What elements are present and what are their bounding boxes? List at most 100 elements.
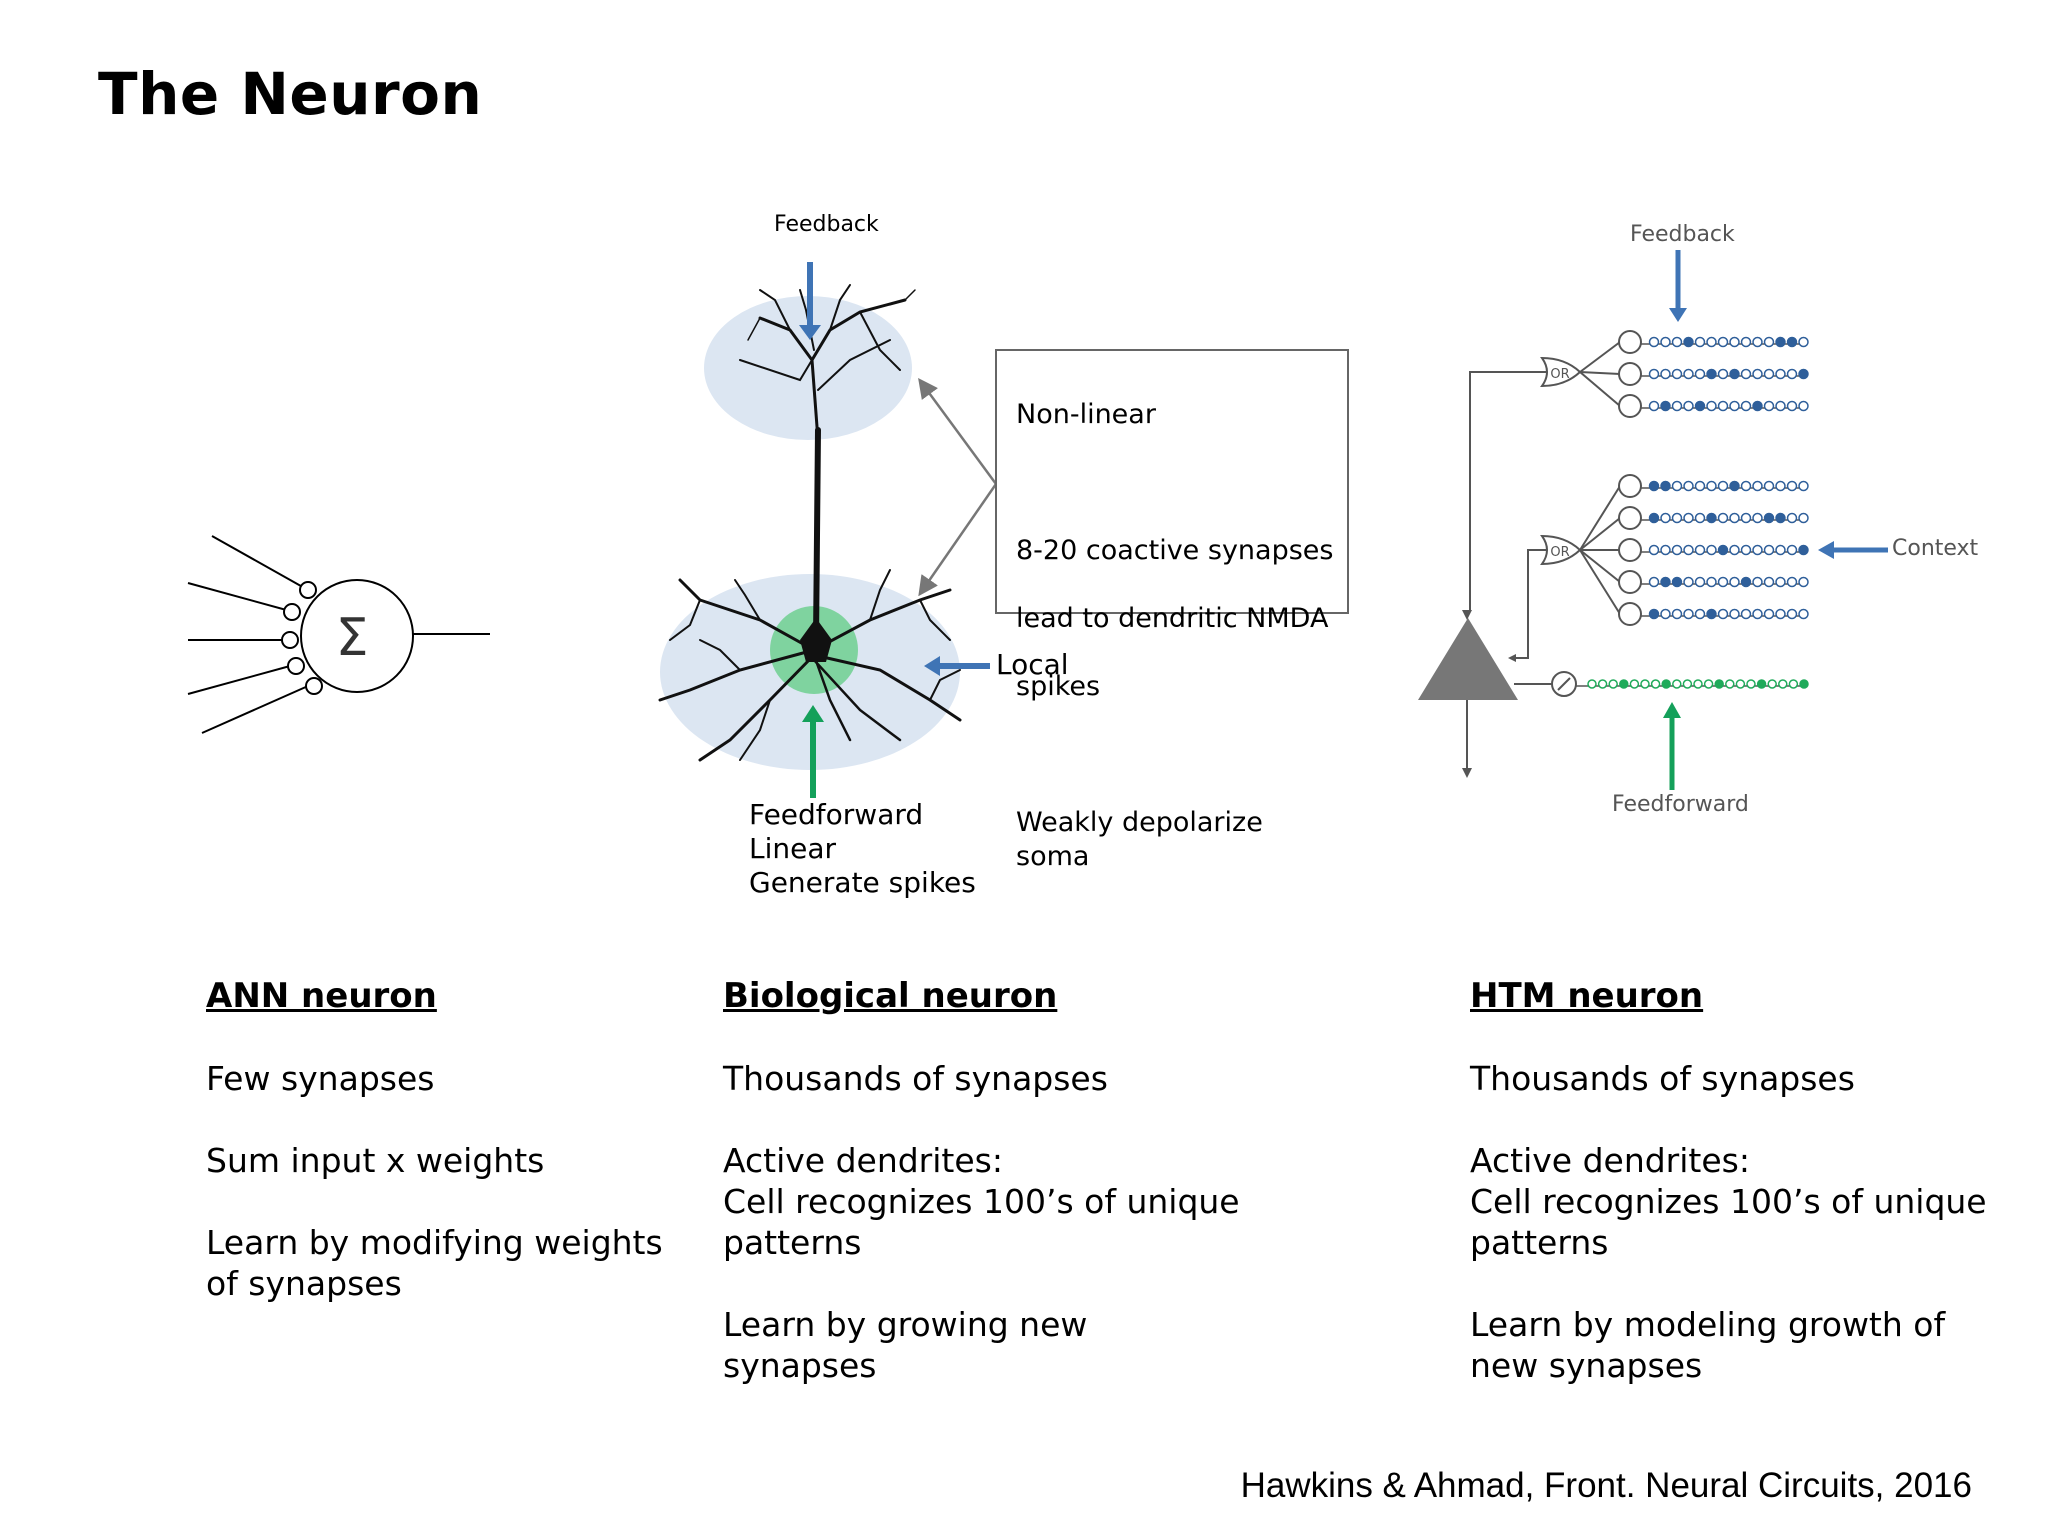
htm-synapse	[1694, 336, 1706, 348]
htm-synapse	[1798, 336, 1809, 348]
ann-synapse	[287, 657, 305, 675]
htm-output-arrowhead	[1462, 768, 1472, 778]
htm-synapse	[1717, 336, 1729, 348]
sigma-symbol: Σ	[336, 608, 369, 668]
htm-ff-synapse	[1778, 679, 1788, 689]
htm-synapse	[1683, 400, 1694, 412]
htm-threshold-node	[1618, 362, 1642, 386]
feedback-arrowhead	[799, 325, 821, 340]
local-arrowhead	[924, 656, 940, 676]
htm-threshold-node	[1618, 330, 1642, 354]
feedforward-text: Feedforward Linear Generate spikes	[749, 798, 976, 900]
htm-synapse	[1648, 608, 1660, 620]
ann-synapse	[299, 581, 317, 599]
bio-item: Learn by growing new synapses	[723, 1305, 1088, 1385]
feedforward-line: Linear	[749, 832, 837, 865]
htm-ff-synapse	[1767, 679, 1777, 689]
htm-soma-triangle	[1418, 618, 1518, 700]
ann-input-line	[211, 535, 309, 591]
htm-dendrite-segments	[1579, 330, 1809, 626]
htm-synapse	[1660, 368, 1671, 380]
htm-context-arrowhead	[1508, 654, 1516, 662]
htm-threshold-node	[1618, 538, 1642, 562]
htm-synapse	[1729, 368, 1740, 380]
htm-synapse	[1671, 368, 1683, 380]
htm-synapse	[1763, 480, 1775, 492]
htm-synapse	[1740, 576, 1752, 588]
ann-input-line	[187, 582, 291, 612]
htm-ff-synapse	[1693, 679, 1703, 689]
htm-item: Active dendrites: Cell recognizes 100’s …	[1470, 1141, 1987, 1262]
htm-feedforward-label: Feedforward	[1612, 792, 1749, 817]
htm-synapse	[1729, 608, 1740, 620]
htm-feedback-arrowhead	[1462, 610, 1472, 620]
htm-synapse	[1763, 544, 1775, 556]
ann-column: ANN neuron Few synapses Sum input x weig…	[206, 976, 666, 1345]
ann-soma	[300, 579, 414, 693]
htm-synapse	[1706, 336, 1717, 348]
htm-ff-synapse	[1672, 679, 1682, 689]
htm-synapse	[1775, 368, 1786, 380]
htm-synapse	[1729, 336, 1740, 348]
htm-synapse	[1763, 512, 1775, 524]
htm-synapse	[1694, 544, 1706, 556]
bio-feedback-label: Feedback	[774, 212, 879, 237]
htm-synapse	[1660, 608, 1671, 620]
or-gate	[1540, 356, 1582, 388]
htm-synapse	[1763, 576, 1775, 588]
htm-synapse	[1683, 576, 1694, 588]
htm-ff-synapse	[1682, 679, 1693, 689]
htm-synapse	[1729, 576, 1740, 588]
callout-box	[995, 349, 1349, 614]
htm-ff-synapse	[1619, 679, 1629, 689]
htm-synapse	[1694, 368, 1706, 380]
htm-synapse	[1706, 608, 1717, 620]
htm-ff-synapse	[1746, 679, 1756, 689]
callout-text: Non-linear 8-20 coactive synapses lead t…	[1016, 364, 1336, 908]
htm-ff-synapse	[1629, 679, 1640, 689]
htm-synapse	[1740, 512, 1752, 524]
htm-synapse	[1752, 368, 1763, 380]
htm-synapse	[1671, 336, 1683, 348]
htm-synapse	[1671, 608, 1683, 620]
htm-synapse	[1660, 336, 1671, 348]
htm-synapse	[1717, 480, 1729, 492]
htm-ff-synapse	[1587, 679, 1597, 689]
htm-synapse	[1706, 368, 1717, 380]
htm-synapse	[1706, 544, 1717, 556]
htm-synapse	[1798, 512, 1809, 524]
htm-synapse	[1786, 608, 1798, 620]
ann-synapse	[281, 631, 299, 649]
htm-synapse	[1786, 512, 1798, 524]
htm-synapse	[1671, 400, 1683, 412]
htm-synapse	[1706, 400, 1717, 412]
htm-synapse	[1752, 336, 1763, 348]
htm-synapse	[1740, 368, 1752, 380]
htm-branch-wire	[1579, 549, 1621, 615]
htm-synapse	[1775, 336, 1786, 348]
htm-synapse	[1683, 368, 1694, 380]
htm-synapse	[1683, 336, 1694, 348]
htm-synapse	[1660, 512, 1671, 524]
or-gate-label: OR	[1550, 367, 1569, 382]
htm-synapse	[1729, 400, 1740, 412]
htm-synapse	[1648, 480, 1660, 492]
htm-synapse	[1671, 512, 1683, 524]
dendrite-tree	[658, 284, 962, 762]
htm-ff-synapse	[1597, 679, 1608, 689]
callout-line: spikes	[1016, 671, 1101, 702]
htm-synapse	[1683, 608, 1694, 620]
htm-synapse	[1752, 512, 1763, 524]
htm-synapse	[1694, 400, 1706, 412]
htm-feedforward-arrowhead	[1663, 702, 1681, 718]
htm-synapse	[1775, 576, 1786, 588]
htm-threshold-node	[1618, 570, 1642, 594]
htm-synapse	[1798, 480, 1809, 492]
htm-synapse	[1763, 336, 1775, 348]
htm-synapse	[1717, 512, 1729, 524]
htm-ff-synapse	[1650, 679, 1661, 689]
htm-synapse	[1740, 480, 1752, 492]
htm-synapse	[1660, 480, 1671, 492]
htm-context-wire	[1512, 549, 1550, 659]
